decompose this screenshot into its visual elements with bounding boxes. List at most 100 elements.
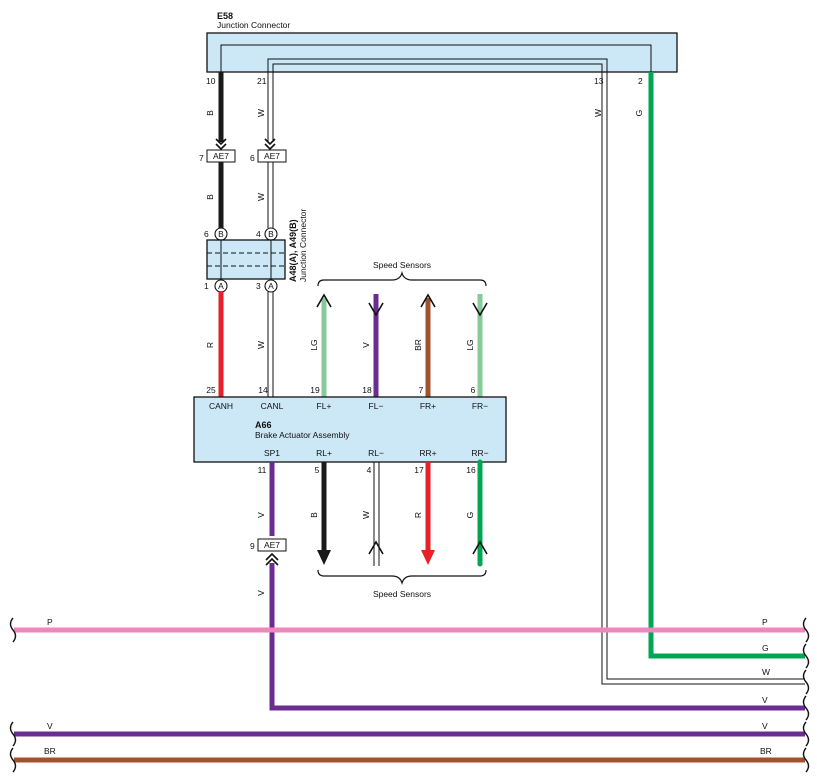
wire-rr-plus-color: R xyxy=(413,512,423,518)
e58-pin-10: 10 xyxy=(206,76,216,86)
wire-10-upper-color: B xyxy=(205,110,215,116)
arrow-down-icon xyxy=(368,302,384,317)
ae7-pin-6: 6 xyxy=(250,153,255,163)
arrow-down-icon xyxy=(317,550,331,565)
wire-rl-plus-color: B xyxy=(309,512,319,518)
a66-bottom-labels: SP1 RL+ RL− RR+ RR− xyxy=(264,448,489,458)
junction-mark-a-right xyxy=(264,279,278,293)
junction-mark-b-left-label: B xyxy=(218,229,224,239)
junction-mark-b-right-label: B xyxy=(268,229,274,239)
bus-p-left-label: P xyxy=(47,617,53,627)
bus-v-right-label: V xyxy=(762,695,768,705)
a66-terminal-label: RL+ xyxy=(316,448,332,458)
wire-canl-color: W xyxy=(256,341,266,349)
bus-v2-right-label: V xyxy=(762,721,768,731)
speed-sensors-bottom-label: Speed Sensors xyxy=(373,589,431,599)
junction-a48-name: Junction Connector xyxy=(298,209,308,282)
wire-rl-minus-color: W xyxy=(361,511,371,519)
wire-sp1-upper-color: V xyxy=(256,512,266,518)
wire-fl-plus-color: LG xyxy=(309,339,319,350)
a66-terminal-label: FR+ xyxy=(420,401,436,411)
a66-pin: 16 xyxy=(466,465,476,475)
e58-name: Junction Connector xyxy=(217,20,290,30)
a66-box xyxy=(193,396,507,463)
bus-v2-left-label: V xyxy=(47,721,53,731)
a66-top-labels: CANH CANL FL+ FL− FR+ FR− xyxy=(209,401,488,411)
a66-terminal-label: SP1 xyxy=(264,448,280,458)
ae7-pin-7: 7 xyxy=(199,153,204,163)
wire-2 xyxy=(648,72,805,659)
junction-a48-box xyxy=(206,239,286,280)
connector-arrow-icon xyxy=(265,552,279,561)
junction-pin-1: 1 xyxy=(204,281,209,291)
right-break-markers xyxy=(802,617,810,773)
ae7-label-left: AE7 xyxy=(213,151,229,161)
a66-terminal-label: RR+ xyxy=(419,448,436,458)
bus-p-right-label: P xyxy=(762,617,768,627)
a66-bottom-pins: 11 5 4 17 16 xyxy=(258,465,476,475)
wire-fl-minus-color: V xyxy=(361,342,371,348)
arrow-down-icon xyxy=(421,550,435,565)
wire-2-color: G xyxy=(634,110,644,117)
wire-13-color: W xyxy=(593,109,603,117)
ae7-connector-mid xyxy=(257,149,287,163)
a66-id: A66 xyxy=(255,420,272,430)
a66-name: Brake Actuator Assembly xyxy=(255,430,350,440)
a66-terminal-label: FL+ xyxy=(317,401,332,411)
a66-pin: 11 xyxy=(258,465,267,475)
a66-terminal-label: CANL xyxy=(261,401,284,411)
a66-pin: 4 xyxy=(367,465,372,475)
e58-id: E58 xyxy=(217,11,233,21)
a66-terminal-label: RL− xyxy=(368,448,384,458)
wire-rr-minus-color: G xyxy=(465,512,475,519)
a66-pin: 18 xyxy=(362,385,372,395)
a66-pin: 19 xyxy=(310,385,320,395)
ae7-pin-9: 9 xyxy=(250,541,255,551)
junction-mark-a-right-label: A xyxy=(268,281,274,291)
e58-internal-wires xyxy=(220,44,652,72)
wire-canh-color: R xyxy=(205,342,215,348)
bus-w-right-label: W xyxy=(762,667,770,677)
a66-pin: 17 xyxy=(414,465,424,475)
wire-sp1-lower xyxy=(269,563,805,711)
speed-sensors-top-label: Speed Sensors xyxy=(373,260,431,270)
connector-arrow-icon xyxy=(264,138,276,150)
wire-fr-minus-color: LG xyxy=(465,339,475,350)
ae7-connector-sp1 xyxy=(257,538,287,552)
speed-sensors-top-brace xyxy=(317,270,487,287)
a66-pin: 6 xyxy=(471,385,476,395)
bus-br-right-label: BR xyxy=(760,746,772,756)
wire-21-lower-color: W xyxy=(256,193,266,201)
arrow-up-icon xyxy=(420,293,436,308)
arrow-up-icon xyxy=(368,540,384,555)
e58-pin-13: 13 xyxy=(594,76,604,86)
a66-terminal-label: FR− xyxy=(472,401,488,411)
arrow-up-icon xyxy=(472,540,488,555)
junction-mark-a-left-label: A xyxy=(218,281,224,291)
wire-10-lower-color: B xyxy=(205,194,215,200)
junction-a48-id: A48(A), A49(B) xyxy=(288,219,298,282)
left-break-markers xyxy=(9,617,17,773)
bus-g-right-label: G xyxy=(762,643,769,653)
a66-top-pins: 25 14 19 18 7 6 xyxy=(206,385,475,395)
ae7-label-mid: AE7 xyxy=(264,151,280,161)
a66-terminal-label: CANH xyxy=(209,401,233,411)
ae7-label-sp1: AE7 xyxy=(264,540,280,550)
junction-pin-3: 3 xyxy=(256,281,261,291)
arrow-down-icon xyxy=(472,302,488,317)
junction-pin-6: 6 xyxy=(204,229,209,239)
e58-pin-2: 2 xyxy=(638,76,643,86)
bus-br-left-label: BR xyxy=(44,746,56,756)
a66-pin: 14 xyxy=(258,385,268,395)
a66-terminal-label: FL− xyxy=(369,401,384,411)
a66-pin: 5 xyxy=(315,465,320,475)
a66-pin: 25 xyxy=(206,385,216,395)
e58-box xyxy=(206,32,678,73)
a66-pin: 7 xyxy=(419,385,424,395)
wire-fr-plus-color: BR xyxy=(413,339,423,351)
a66-terminal-label: RR− xyxy=(471,448,488,458)
connector-arrow-icon xyxy=(265,557,279,566)
wire-21-upper-color: W xyxy=(256,109,266,117)
speed-sensors-bottom-brace xyxy=(317,569,487,586)
